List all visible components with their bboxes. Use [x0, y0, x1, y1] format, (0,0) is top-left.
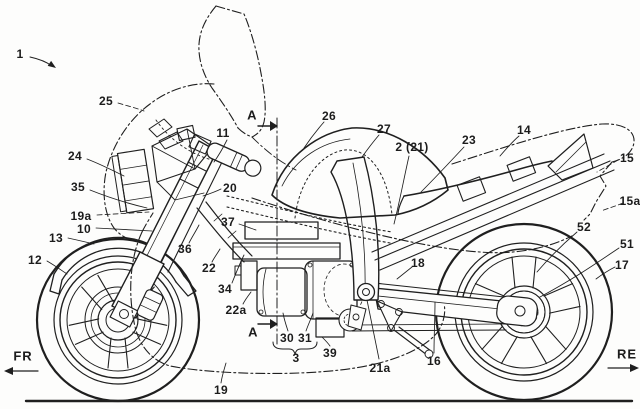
engine-left-block — [240, 260, 258, 291]
engine-upper-case — [232, 242, 341, 260]
swingarm-pivot-bolt — [356, 282, 376, 302]
tail-cowl-outline — [451, 123, 635, 165]
ref-label-39: 39 — [323, 346, 337, 360]
fuel-tank — [271, 127, 449, 219]
ref-label-2-21: 2 (21) — [395, 140, 429, 154]
steering-assembly — [111, 118, 262, 214]
ref-label-17: 17 — [615, 258, 629, 272]
ref-label-22: 22 — [202, 261, 216, 275]
ref-label-35: 35 — [71, 180, 85, 194]
leader-lines — [46, 102, 624, 384]
ref-label-15a: 15a — [619, 194, 640, 208]
ref-label-15: 15 — [620, 151, 634, 165]
linkage-plate — [376, 300, 403, 332]
ref-label-34: 34 — [218, 282, 232, 296]
ref-label-13: 13 — [49, 231, 63, 245]
ref-label-19a: 19a — [70, 209, 92, 223]
ref-label-10: 10 — [77, 222, 91, 236]
cylinder-30 — [256, 267, 308, 317]
bodywork-outlines — [103, 5, 635, 375]
front-fender — [49, 236, 197, 297]
engine-top-bracket — [244, 221, 319, 240]
front-cowl-outline — [103, 83, 215, 242]
pivot-linkage — [338, 282, 434, 359]
section-label-a-top: A — [247, 107, 257, 123]
section-arrow-bottom — [270, 319, 278, 329]
front-direction-label: FR — [13, 348, 33, 364]
ref-label-20: 20 — [223, 181, 237, 195]
ref-label-52: 52 — [577, 220, 591, 234]
lower-cowl-outline — [130, 231, 446, 375]
front-arrow — [4, 367, 13, 375]
ref-label-3: 3 — [292, 351, 300, 365]
ref-label-19: 19 — [214, 383, 228, 397]
front-fork — [109, 140, 225, 328]
intake-pipes — [196, 201, 253, 263]
windscreen-right-edge — [215, 5, 266, 138]
rear-direction-label: RE — [616, 346, 638, 362]
ref-label-36: 36 — [178, 242, 192, 256]
stay-truss — [151, 128, 214, 183]
tail-piece — [547, 133, 594, 181]
subframe-rails — [371, 153, 615, 271]
brace-30-31 — [272, 341, 318, 355]
section-label-a-bottom: A — [248, 324, 258, 340]
ref-label-21a: 21a — [369, 361, 391, 375]
ref-label-37: 37 — [221, 215, 235, 229]
seat-bracket — [456, 176, 487, 202]
swingarm-and-chain — [351, 280, 546, 334]
windscreen-left-edge — [198, 5, 239, 129]
ref-label-16: 16 — [427, 354, 441, 368]
ref-label-51: 51 — [620, 237, 634, 251]
ref-label-22a: 22a — [225, 303, 247, 317]
ref-label-27: 27 — [377, 122, 391, 136]
ref-label-12: 12 — [28, 253, 42, 267]
ref-label-23: 23 — [462, 133, 476, 147]
ref-label-25: 25 — [99, 94, 113, 108]
figure-1-arrow — [29, 56, 56, 68]
bar-end — [244, 159, 262, 177]
ref-label-14: 14 — [517, 123, 531, 137]
ref-label-26: 26 — [322, 109, 336, 123]
rear-arrow — [630, 364, 639, 372]
ref-label-30: 30 — [280, 331, 294, 345]
ref-label-24: 24 — [68, 149, 82, 163]
ref-label-11: 11 — [216, 126, 230, 140]
mid-body-line — [251, 197, 573, 254]
tail-lower-edge — [583, 161, 613, 221]
fork-slider — [111, 251, 165, 319]
rear-axle — [514, 305, 526, 317]
ref-label-31: 31 — [298, 331, 312, 345]
section-line-a-a — [257, 117, 278, 347]
seat — [397, 160, 553, 215]
direction-arrows — [4, 364, 639, 375]
section-arrow-top — [270, 121, 278, 131]
ref-label-1: 1 — [16, 47, 24, 61]
tank-inner-dotted — [294, 149, 393, 219]
ref-label-18: 18 — [411, 256, 425, 270]
